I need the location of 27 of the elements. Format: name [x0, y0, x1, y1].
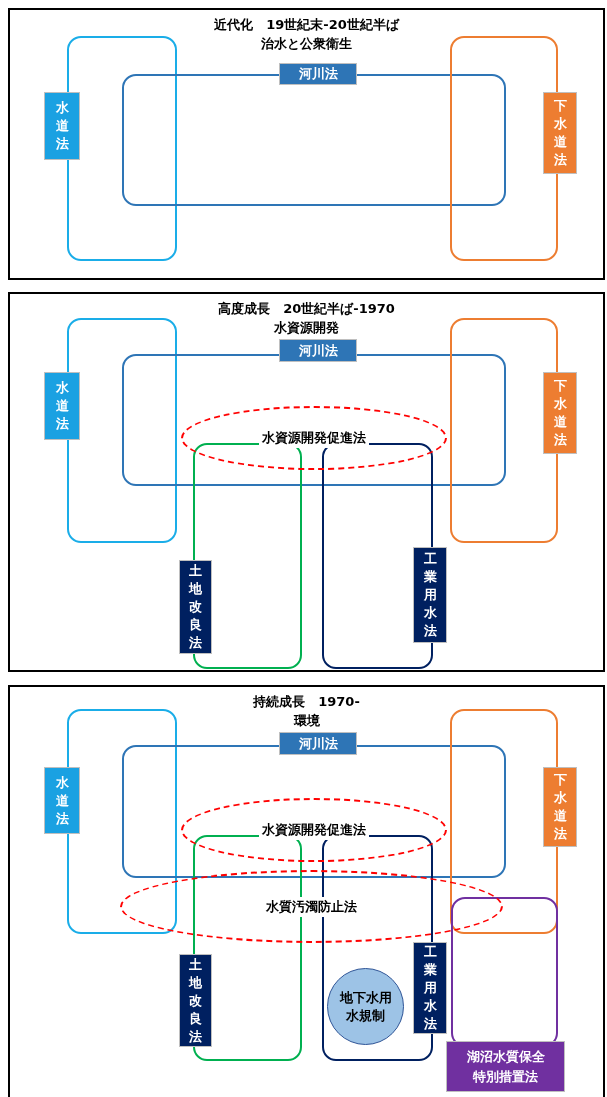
law-label: 河川法 [279, 732, 357, 755]
panel [8, 8, 605, 280]
law-name: 水資源開発促進法 [259, 428, 369, 448]
regulation-circle: 地下水用水規制 [327, 968, 404, 1045]
law-label: 土地改良法 [179, 954, 212, 1047]
panel-heading: 持続成長 1970- [253, 693, 360, 711]
law-label: 水道法 [44, 372, 80, 440]
law-label: 下水道法 [543, 372, 577, 454]
panel-heading: 水資源開発 [274, 319, 339, 337]
panel [8, 292, 605, 672]
law-name: 水質汚濁防止法 [263, 896, 360, 917]
law-label: 下水道法 [543, 92, 577, 174]
law-label: 湖沼水質保全特別措置法 [446, 1041, 565, 1092]
panel-heading: 治水と公衆衛生 [261, 35, 352, 53]
law-name: 水資源開発促進法 [259, 820, 369, 840]
panel-heading: 環境 [293, 712, 320, 730]
law-label: 下水道法 [543, 767, 577, 847]
law-label: 水道法 [44, 767, 80, 834]
law-label: 河川法 [279, 63, 357, 85]
law-label: 河川法 [279, 339, 357, 362]
law-label: 工業用水法 [413, 547, 447, 643]
panel-heading: 近代化 19世紀末-20世紀半ば [214, 16, 399, 34]
law-label: 水道法 [44, 92, 80, 160]
law-label: 土地改良法 [179, 560, 212, 654]
panel-heading: 高度成長 20世紀半ば-1970 [218, 300, 395, 318]
law-label: 工業用水法 [413, 942, 447, 1034]
panel [8, 685, 605, 1097]
